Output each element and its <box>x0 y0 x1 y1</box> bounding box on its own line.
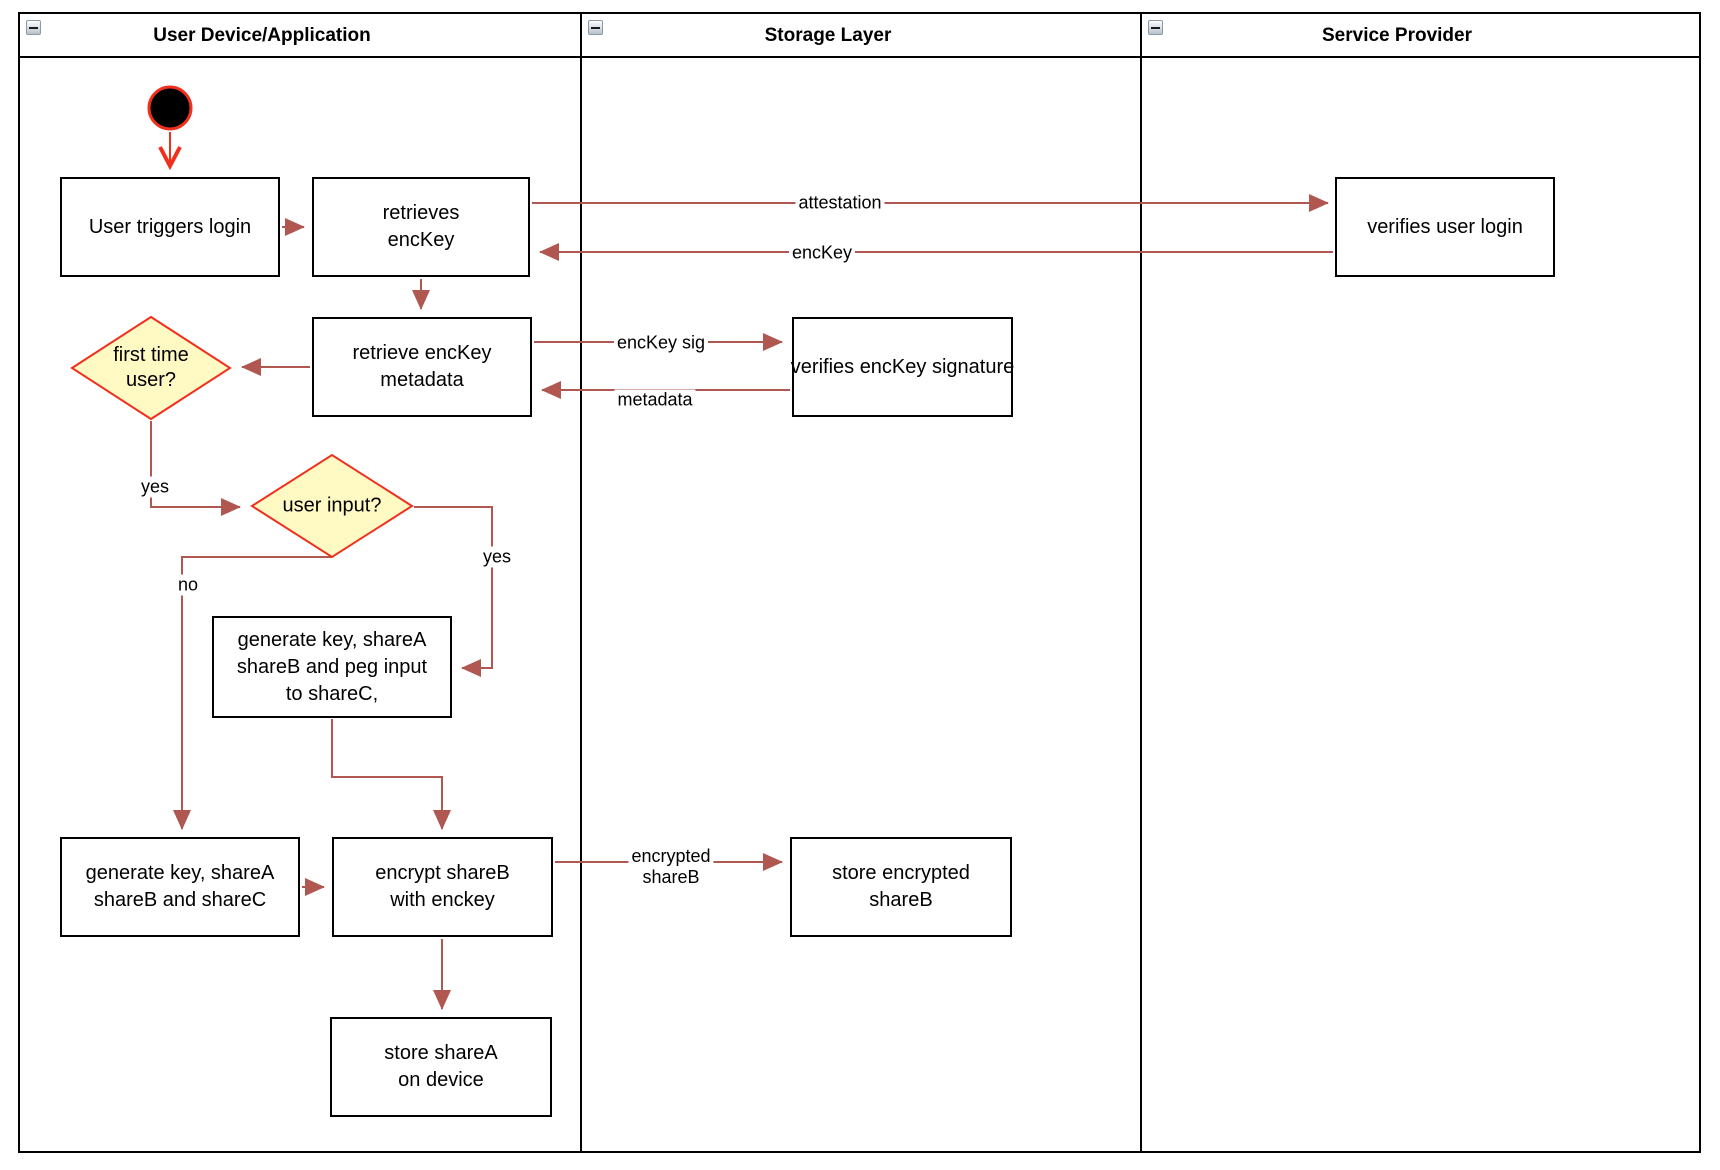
collapse-lane-icon[interactable] <box>26 20 41 35</box>
node-retrieves-enckey[interactable]: retrieves encKey <box>312 177 530 277</box>
edge-label-attestation: attestation <box>795 192 885 214</box>
edge-userinput-no[interactable] <box>173 556 332 830</box>
minus-icon <box>591 26 600 29</box>
pool-border <box>18 12 1701 1153</box>
edge-label-enckey-sig: encKey sig <box>613 332 709 354</box>
collapse-lane-icon[interactable] <box>588 20 603 35</box>
collapse-lane-icon[interactable] <box>1148 20 1163 35</box>
node-generate-key-shares[interactable]: generate key, shareA shareB and shareC <box>60 837 300 937</box>
node-generate-key-peg-input[interactable]: generate key, shareA shareB and peg inpu… <box>212 616 452 718</box>
lane-title-storage-layer[interactable]: Storage Layer <box>764 25 892 46</box>
node-retrieve-enckey-metadata[interactable]: retrieve encKey metadata <box>312 317 532 417</box>
edge-label-yes-first-time: yes <box>137 476 173 498</box>
edge-firsttime-yes[interactable] <box>150 421 241 516</box>
minus-icon <box>29 26 38 29</box>
decision-first-time-user[interactable] <box>70 315 232 421</box>
node-store-sharea[interactable]: store shareA on device <box>330 1017 552 1117</box>
edge-label-encrypted-shareb: encrypted shareB <box>628 846 714 888</box>
edge-label-enckey: encKey <box>788 242 856 264</box>
edge-peg-to-encrypt[interactable] <box>331 719 451 830</box>
decision-label-first-time-user: first time user? <box>113 344 189 391</box>
node-verifies-enckey-signature[interactable]: verifies encKey signature <box>791 317 1014 417</box>
edge-label-yes-user-input: yes <box>479 546 515 568</box>
node-verifies-user-login[interactable]: verifies user login <box>1335 177 1555 277</box>
edge-userinput-yes[interactable] <box>414 506 493 677</box>
node-user-triggers-login[interactable]: User triggers login <box>60 177 280 277</box>
edge-label-no-user-input: no <box>174 574 202 596</box>
start-node[interactable] <box>147 85 193 131</box>
decision-user-input[interactable] <box>250 453 414 559</box>
minus-icon <box>1151 26 1160 29</box>
lane-title-service-provider[interactable]: Service Provider <box>1322 25 1472 46</box>
decision-label-user-input: user input? <box>282 494 382 517</box>
lane-title-user-device[interactable]: User Device/Application <box>153 25 371 46</box>
node-store-encrypted-shareb[interactable]: store encrypted shareB <box>790 837 1012 937</box>
edge-label-metadata: metadata <box>614 389 696 411</box>
node-encrypt-shareb[interactable]: encrypt shareB with enckey <box>332 837 553 937</box>
